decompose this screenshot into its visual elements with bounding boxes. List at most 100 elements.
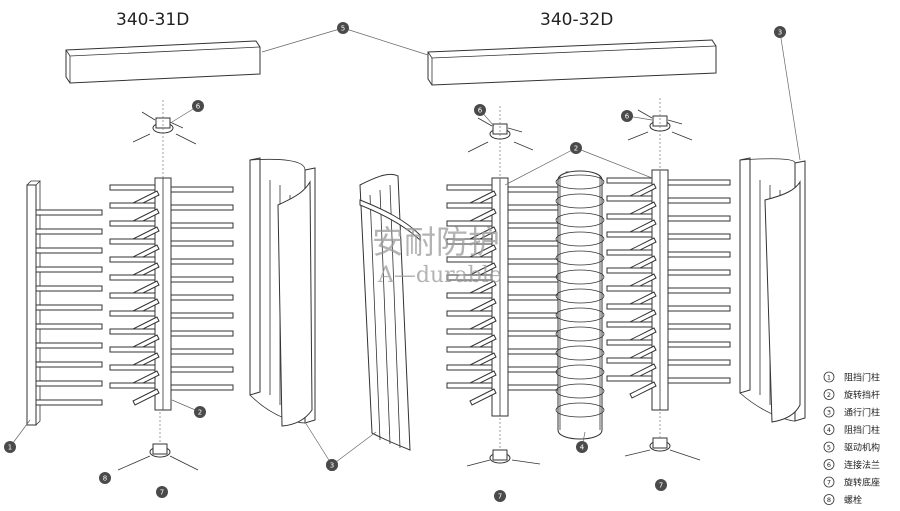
- callout-number: 7: [498, 493, 502, 501]
- post-arm: [35, 247, 103, 254]
- rotating-arm: [109, 310, 156, 317]
- rotating-arm: [446, 238, 493, 245]
- flange-top-right-b: [627, 98, 693, 172]
- rotating-arm: [446, 292, 493, 299]
- rotating-arm-assembly-right-b: [606, 169, 731, 411]
- legend-number: 8: [827, 496, 831, 504]
- rotating-arm: [667, 305, 731, 312]
- drive-mechanism-left: [65, 40, 261, 84]
- rotating-arm: [606, 303, 653, 310]
- callout-c7a: 7: [156, 486, 168, 498]
- post-arm: [35, 266, 103, 273]
- rotating-arm: [109, 364, 156, 371]
- rotating-arm-assembly-right-a: [446, 177, 571, 417]
- rotating-arm: [667, 179, 731, 186]
- legend-label: 阻挡门柱: [844, 424, 880, 436]
- cage-ring: [555, 288, 605, 304]
- rotating-arm: [606, 177, 653, 184]
- post-arm: [35, 399, 103, 406]
- rotating-arm: [667, 287, 731, 294]
- rotating-arm: [109, 328, 156, 335]
- post-arm: [35, 228, 103, 235]
- callout-c3b: 3: [774, 26, 786, 38]
- callout-number: 3: [778, 29, 782, 37]
- rotating-arm: [667, 359, 731, 366]
- rotating-arm: [606, 231, 653, 238]
- legend-label: 通行门柱: [844, 407, 880, 419]
- post-arm: [35, 361, 103, 368]
- callout-c7c: 7: [655, 479, 667, 491]
- rotating-arm: [667, 251, 731, 258]
- passage-post-right-a: [359, 173, 421, 451]
- callout-number: 8: [103, 475, 107, 483]
- legend-number: 3: [827, 409, 831, 417]
- callout-c6a: 6: [192, 100, 204, 112]
- rotating-arm: [667, 323, 731, 330]
- callout-number: 6: [196, 103, 201, 111]
- rotating-arm-assembly-left: [109, 177, 234, 411]
- callout-number: 7: [659, 482, 663, 490]
- passage-post-right-b: [739, 157, 806, 423]
- cage-ring: [555, 345, 605, 361]
- rotating-arm: [606, 267, 653, 274]
- post-arm: [35, 380, 103, 387]
- rotating-arm: [170, 258, 234, 265]
- rotating-arm: [446, 310, 493, 317]
- callout-number: 2: [574, 145, 578, 153]
- rotating-arm: [667, 269, 731, 276]
- cage-ring: [555, 383, 605, 399]
- rotating-arm: [109, 238, 156, 245]
- watermark-chinese: 安耐防护: [372, 223, 500, 261]
- leader-lines: [9, 27, 801, 466]
- rotating-arm: [109, 184, 156, 191]
- rotating-arm: [170, 330, 234, 337]
- rotating-arm: [170, 348, 234, 355]
- rotating-arm: [629, 381, 657, 399]
- post-arm: [35, 285, 103, 292]
- rotating-arm: [606, 339, 653, 346]
- rotating-arm: [170, 312, 234, 319]
- watermark-logo: 安耐防护 A—durable: [372, 223, 502, 288]
- rotating-arm: [170, 294, 234, 301]
- callout-number: 4: [580, 444, 585, 452]
- rotating-arm: [109, 292, 156, 299]
- blocking-cage: [555, 170, 605, 440]
- callout-number: 2: [198, 409, 202, 417]
- callout-number: 6: [478, 107, 483, 115]
- legend-label: 旋转挡杆: [844, 389, 880, 401]
- rotating-arm: [606, 285, 653, 292]
- rotating-arm: [667, 377, 731, 384]
- passage-post-left: [249, 157, 316, 427]
- rotating-arm: [109, 346, 156, 353]
- legend-number: 1: [827, 374, 831, 382]
- post-arm: [35, 304, 103, 311]
- post-arm: [35, 342, 103, 349]
- rotating-arm: [446, 256, 493, 263]
- cage-ring: [555, 307, 605, 323]
- rotating-arm: [606, 357, 653, 364]
- rotating-arm: [606, 213, 653, 220]
- callout-badges: 122333456667778: [4, 22, 786, 502]
- callout-c2a: 2: [194, 406, 206, 418]
- callout-c6b: 6: [474, 104, 486, 116]
- rotating-base-right-a: [466, 418, 541, 467]
- rotating-arm: [446, 202, 493, 209]
- rotating-arm: [446, 346, 493, 353]
- cage-ring: [555, 174, 605, 190]
- cage-ring: [555, 212, 605, 228]
- rotating-arm: [667, 197, 731, 204]
- callout-c7b: 7: [494, 490, 506, 502]
- cage-ring: [555, 193, 605, 209]
- flange-top-right-a: [467, 106, 534, 180]
- callout-number: 7: [160, 489, 164, 497]
- cage-ring: [555, 364, 605, 380]
- rotating-arm: [606, 321, 653, 328]
